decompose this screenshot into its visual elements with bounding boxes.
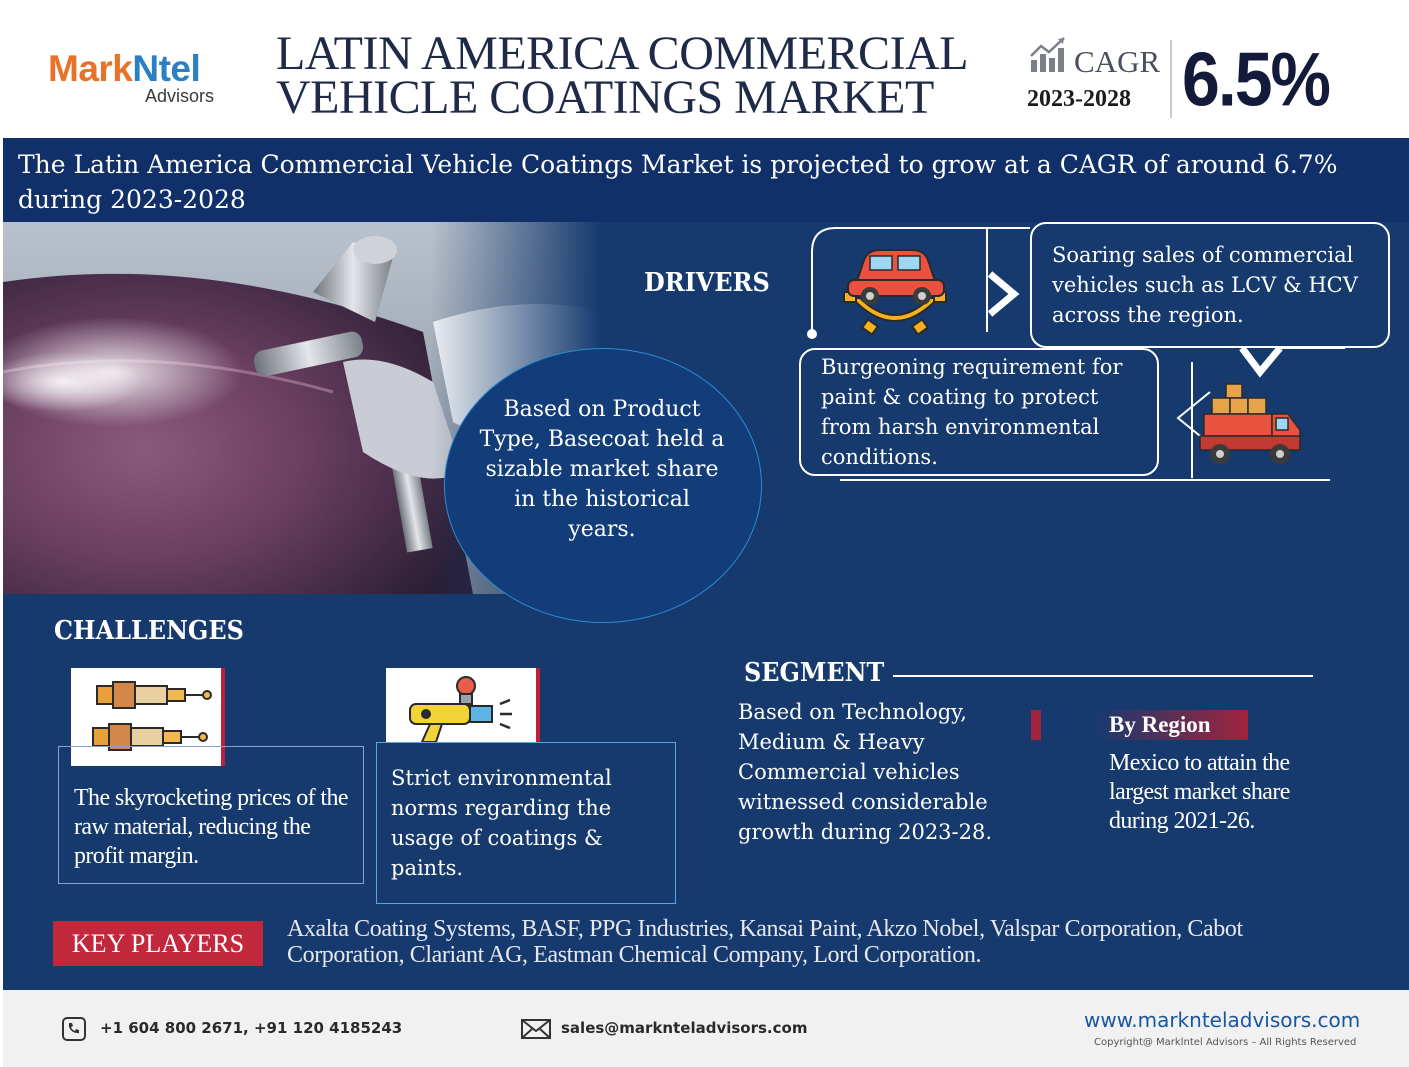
subtitle-bar xyxy=(3,138,1409,222)
brand-logo-subtitle: Advisors xyxy=(145,86,215,106)
driver-card-1 xyxy=(1030,222,1390,348)
footer-phone[interactable]: +1 604 800 2671, +91 120 4185243 xyxy=(100,1019,403,1037)
spray-gun-icon xyxy=(409,676,512,743)
product-type-bubble xyxy=(444,348,762,623)
segment-divider xyxy=(893,675,1313,677)
region-label: By Region xyxy=(1109,712,1211,737)
delivery-truck-icon xyxy=(1199,383,1301,464)
key-players-label-box xyxy=(53,921,263,966)
challenge-card-2 xyxy=(376,742,676,904)
challenge-1-icon-card xyxy=(71,668,225,766)
footer-copyright: Copyright@ Marklntel Advisors – All Righ… xyxy=(1094,1037,1357,1048)
cagr-label: CAGR xyxy=(1074,44,1161,79)
region-text: Mexico to attain the largest market shar… xyxy=(1109,750,1290,834)
driver-card-2 xyxy=(799,348,1159,476)
driver-1-text: Soaring sales of commercial vehicles suc… xyxy=(1052,243,1358,327)
page-title-line-1: LATIN AMERICA COMMERCIAL xyxy=(276,27,969,80)
challenge-card-1 xyxy=(58,746,364,884)
drivers-connector-lines xyxy=(807,227,1345,481)
page-title: LATIN AMERICA COMMERCIAL VEHICLE COATING… xyxy=(276,27,969,124)
footer-website-link[interactable]: www.marknteladvisors.com xyxy=(1084,1008,1361,1032)
mail-icon xyxy=(521,1019,551,1039)
product-type-text: Based on Product Type, Basecoat held a s… xyxy=(479,397,725,542)
footer xyxy=(3,990,1409,1067)
cagr-years: 2023-2028 xyxy=(1027,86,1131,112)
key-players-list: Axalta Coating Systems, BASF, PPG Indust… xyxy=(287,916,1243,968)
page-title-line-2: VEHICLE COATINGS MARKET xyxy=(276,71,934,124)
brand-logo: MarkNtel xyxy=(48,48,201,89)
region-accent-bar xyxy=(1031,710,1041,740)
segment-technology-text: Based on Technology, Medium & Heavy Comm… xyxy=(738,700,993,844)
cagr-value: 6.5% xyxy=(1182,37,1331,123)
footer-email[interactable]: sales@marknteladvisors.com xyxy=(561,1019,808,1037)
challenge-1-text: The skyrocketing prices of the raw mater… xyxy=(74,785,349,869)
challenge-2-icon-card xyxy=(386,668,540,743)
challenge-2-text: Strict environmental norms regarding the… xyxy=(391,766,612,880)
spark-plug-icon xyxy=(92,681,212,751)
cagr-divider xyxy=(1170,40,1172,118)
car-gear-icon xyxy=(843,249,947,336)
market-summary: The Latin America Commercial Vehicle Coa… xyxy=(18,150,1338,214)
region-label-bar xyxy=(1096,710,1248,740)
drivers-heading: DRIVERS xyxy=(644,268,770,298)
driver-2-text: Burgeoning requirement for paint & coati… xyxy=(821,355,1123,469)
challenges-heading: CHALLENGES xyxy=(54,616,244,646)
key-players-label: KEY PLAYERS xyxy=(71,929,245,958)
growth-chart-icon xyxy=(1030,37,1065,72)
segment-heading: SEGMENT xyxy=(744,658,885,688)
phone-icon xyxy=(62,1017,86,1041)
